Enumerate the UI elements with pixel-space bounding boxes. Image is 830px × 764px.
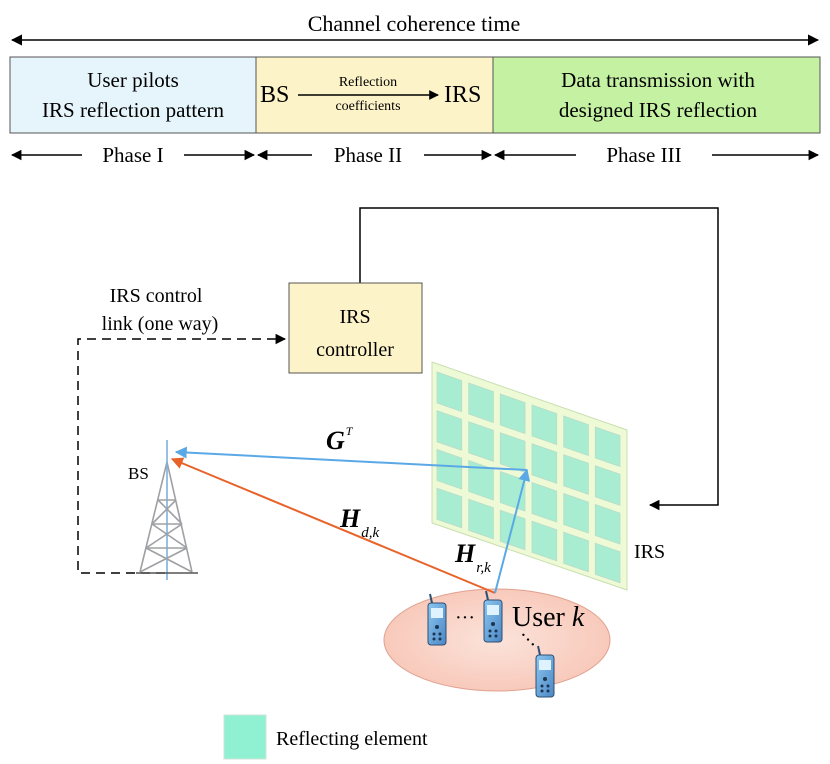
user-phone-icon (483, 590, 503, 643)
irs-controller-box (288, 282, 423, 374)
irs-reflecting-element (436, 410, 463, 451)
phase-3-line-1: Data transmission with (561, 68, 755, 92)
bs-tower-icon (136, 440, 198, 580)
user-irs-channel-arrow (494, 468, 531, 594)
users-horizontal-dots: ··· (455, 607, 475, 629)
irs-bs-channel-arrow (174, 446, 528, 471)
irs-control-link-dashed (77, 333, 287, 574)
irs-reflecting-element (531, 404, 558, 446)
irs-reflecting-element (563, 492, 589, 534)
phase-1-box (9, 56, 257, 134)
phase-2-from-bs: BS (260, 82, 289, 108)
phase-2-arrow-bottom: coefficients (335, 99, 400, 114)
irs-reflecting-element (499, 509, 526, 551)
irs-reflecting-element (594, 542, 621, 584)
reflecting-element-legend-label: Reflecting element (276, 728, 428, 750)
irs-reflecting-element (436, 371, 463, 413)
phase-1-line-2: IRS reflection pattern (42, 98, 224, 122)
irs-controller-line-2: controller (316, 339, 394, 361)
control-link-line-2: link (one way) (102, 313, 219, 335)
direct-channel-arrow (170, 457, 496, 594)
channel-g-label: GT (326, 424, 354, 455)
irs-reflecting-element (531, 520, 558, 562)
irs-reflecting-element (468, 421, 494, 462)
control-link-line-1: IRS control (110, 285, 203, 307)
irs-reflecting-element (594, 465, 621, 506)
user-phone-icon (427, 593, 447, 646)
irs-controller-line-1: IRS (339, 306, 370, 328)
coherence-time-title: Channel coherence time (308, 11, 521, 36)
phase-2-to-irs: IRS (444, 82, 481, 108)
phase-1-label: Phase I (102, 143, 163, 167)
irs-reflecting-element (531, 481, 558, 523)
irs-reflecting-element (468, 459, 494, 501)
phase-2-label: Phase II (334, 143, 402, 167)
irs-label: IRS (634, 541, 665, 563)
irs-reflecting-element (436, 448, 463, 490)
irs-reflecting-element (468, 498, 494, 540)
irs-reflecting-element (563, 454, 589, 495)
phase-3-box (492, 56, 821, 134)
bs-label: BS (128, 464, 149, 483)
irs-reflecting-element (499, 393, 526, 435)
channel-hr-label: Hr,k (454, 539, 491, 576)
irs-reflecting-element (468, 382, 494, 424)
channel-hd-label: Hd,k (339, 504, 379, 541)
irs-reflecting-element (563, 415, 589, 457)
user-k-label: User k (512, 602, 585, 633)
controller-to-irs-link (359, 207, 719, 511)
phase-3-line-2: designed IRS reflection (559, 98, 758, 122)
irs-reflecting-element (563, 531, 589, 573)
reflecting-element-legend-swatch (223, 714, 267, 760)
irs-reflecting-element (594, 503, 621, 545)
irs-reflecting-element (594, 426, 621, 468)
phase-3-label: Phase III (606, 143, 681, 167)
phase-1-line-1: User pilots (87, 68, 179, 92)
irs-reflecting-element (436, 487, 463, 529)
user-phone-icon (535, 645, 555, 698)
irs-reflecting-element (531, 443, 558, 484)
phase-2-arrow-top: Reflection (339, 75, 397, 90)
